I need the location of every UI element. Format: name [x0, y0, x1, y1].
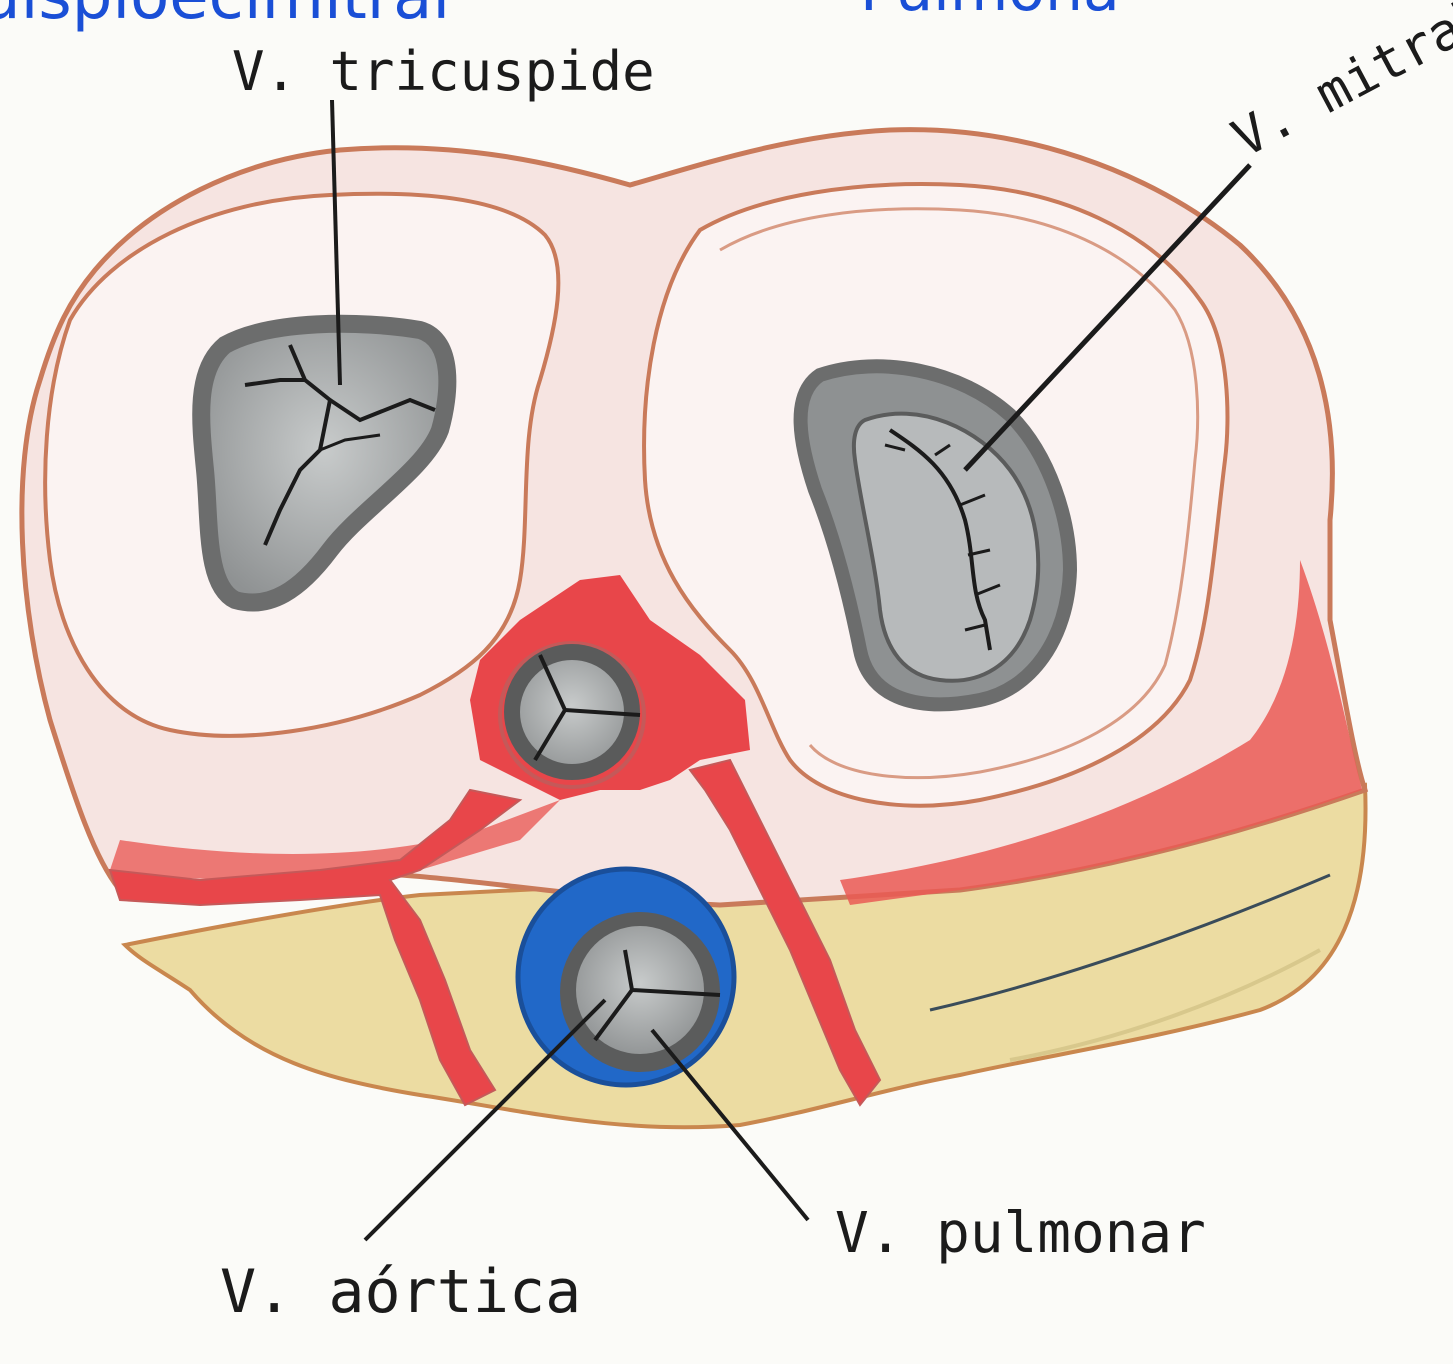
- header-right-text: Pulmona: [860, 0, 1120, 25]
- label-aortic: V. aórtica: [220, 1257, 581, 1327]
- label-pulmonary: V. pulmonar: [835, 1201, 1206, 1266]
- label-tricuspid: V. tricuspide: [232, 40, 655, 103]
- header-left-text: ulsploecimitral: [0, 0, 450, 34]
- label-mitral: V. mitral: [1223, 0, 1453, 169]
- aortic-valve: [500, 643, 644, 787]
